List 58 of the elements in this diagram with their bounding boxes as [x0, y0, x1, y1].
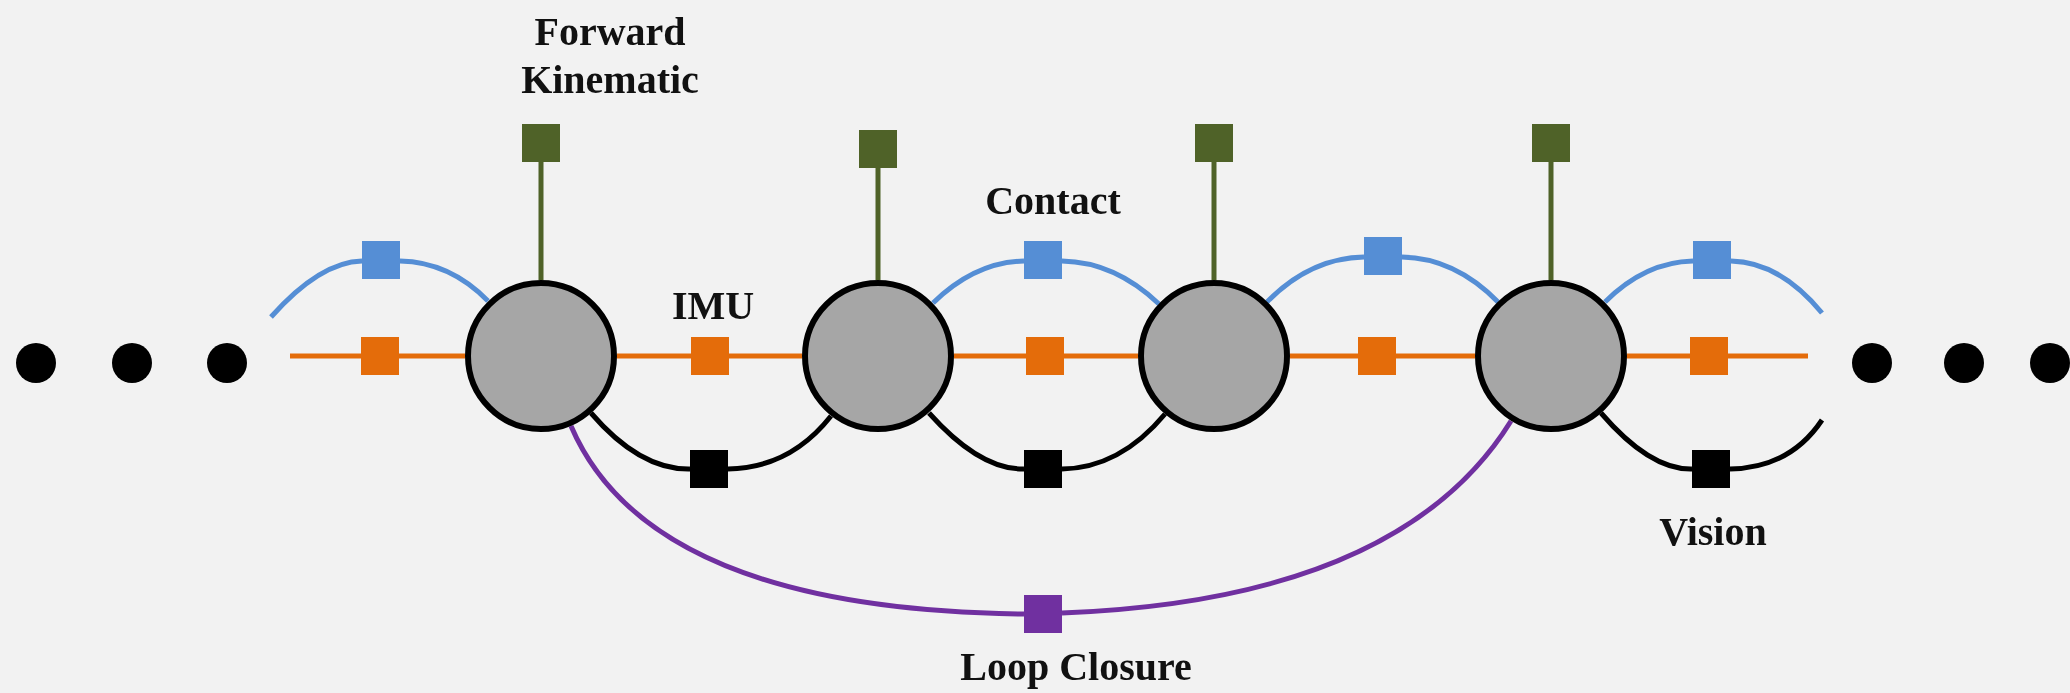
connector-line — [399, 353, 465, 359]
factor-label: Forward Kinematic — [520, 8, 700, 104]
connector-line — [538, 162, 544, 280]
connector-line — [927, 411, 1025, 472]
connector-line — [1730, 258, 1824, 315]
factor-square — [1364, 237, 1402, 275]
ellipsis-dot — [112, 343, 152, 383]
ellipsis-dot — [1944, 343, 1984, 383]
connector-line — [589, 411, 691, 472]
ellipsis-dot — [2030, 343, 2070, 383]
factor-square — [1690, 337, 1728, 375]
factor-square — [1026, 337, 1064, 375]
connector-line — [1627, 353, 1690, 359]
connector-line — [1548, 162, 1554, 280]
factor-square — [1532, 124, 1570, 162]
connector-line — [727, 414, 833, 472]
factor-square — [362, 241, 400, 279]
connector-line — [399, 258, 490, 303]
factor-label: Vision — [1659, 508, 1767, 556]
factor-square — [1693, 241, 1731, 279]
connector-line — [1728, 353, 1808, 359]
factor-label: Loop Closure — [960, 643, 1192, 691]
connector-line — [1603, 258, 1694, 304]
ellipsis-dot — [207, 343, 247, 383]
connector-line — [1061, 419, 1514, 616]
connector-line — [875, 168, 881, 280]
connector-line — [1061, 412, 1167, 472]
factor-label: IMU — [671, 282, 755, 330]
connector-line — [1064, 353, 1138, 359]
factor-square — [1358, 337, 1396, 375]
connector-line — [1061, 258, 1161, 306]
factor-square — [522, 124, 560, 162]
factor-label: Contact — [985, 177, 1121, 225]
connector-line — [1729, 418, 1825, 472]
factor-square — [1024, 595, 1062, 633]
factor-square — [1024, 241, 1062, 279]
factor-square — [691, 337, 729, 375]
connector-line — [1265, 254, 1365, 304]
connector-line — [290, 353, 361, 359]
connector-line — [1401, 254, 1500, 304]
connector-line — [269, 258, 363, 319]
factor-square — [1195, 124, 1233, 162]
connector-line — [1599, 411, 1693, 472]
connector-line — [1290, 353, 1358, 359]
ellipsis-dot — [1852, 343, 1892, 383]
ellipsis-dot — [16, 343, 56, 383]
connector-line — [931, 258, 1025, 305]
connector-line — [617, 353, 691, 359]
connector-line — [729, 353, 802, 359]
factor-square — [361, 337, 399, 375]
connector-line — [568, 424, 1025, 617]
factor-square — [1692, 450, 1730, 488]
connector-line — [1396, 353, 1475, 359]
factor-square — [859, 130, 897, 168]
connector-line — [1211, 162, 1217, 280]
factor-square — [1024, 450, 1062, 488]
connector-line — [954, 353, 1026, 359]
factor-square — [690, 450, 728, 488]
